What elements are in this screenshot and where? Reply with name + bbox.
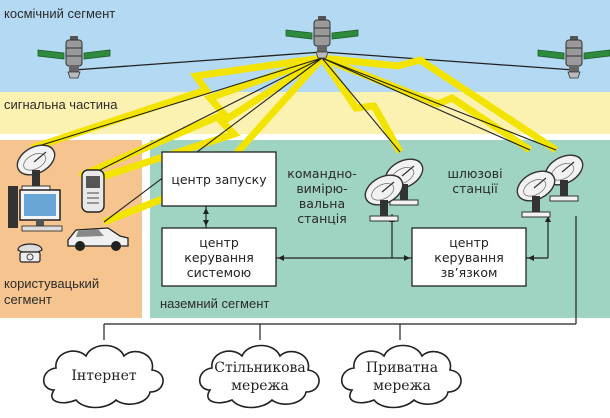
beam-computer: [78, 54, 324, 180]
mobile-phone-icon: [81, 169, 105, 213]
private-label-line1: Приватна: [365, 360, 439, 376]
telephone-icon: [17, 243, 43, 263]
private-label-line2: мережа: [373, 378, 431, 394]
system-control-center-box: [161, 227, 277, 287]
user-segment-label-line2: сегмент: [4, 292, 52, 307]
system-control-label-line2: керування: [184, 250, 254, 265]
comm-control-center-box: [411, 227, 527, 287]
system-control-label-line1: центр: [199, 235, 239, 250]
cellular-label-line2: мережа: [231, 378, 289, 394]
car-icon: [67, 227, 129, 251]
internet-label: Інтернет: [71, 368, 137, 384]
computer-icon: [8, 186, 63, 232]
comm-control-label-line1: центр: [449, 235, 489, 250]
launch-center-label: центр запуску: [171, 172, 267, 187]
cellular-label-line1: Стільникова: [214, 360, 306, 376]
gateway-stations-label-line1: шлюзові: [447, 166, 503, 181]
beam-lines: [31, 57, 557, 223]
comm-control-label-line3: зв’язком: [440, 265, 498, 280]
user-segment-label-line1: користувацький: [4, 276, 100, 291]
command-station-label-line3: вальна: [298, 196, 346, 211]
satellite-link-right: [321, 51, 575, 71]
beam-gateway-2: [321, 54, 558, 153]
command-station-label-line4: станція: [297, 211, 347, 226]
satellite-link-left: [73, 51, 323, 71]
space-segment-label: космічний сегмент: [4, 6, 116, 21]
beam-command-station: [319, 56, 404, 154]
beam-left-dish: [30, 54, 323, 152]
system-control-label-line3: системою: [186, 265, 252, 280]
command-station-label-line2: вимірю-: [296, 181, 348, 196]
launch-center-box: [161, 151, 277, 207]
gateway-stations-label-line2: станції: [452, 181, 498, 196]
comm-control-label-line2: керування: [434, 250, 504, 265]
command-station-label-line1: командно-: [287, 166, 357, 181]
ground-segment-label: наземний сегмент: [160, 296, 270, 311]
signal-part-label: сигнальна частина: [4, 97, 118, 112]
